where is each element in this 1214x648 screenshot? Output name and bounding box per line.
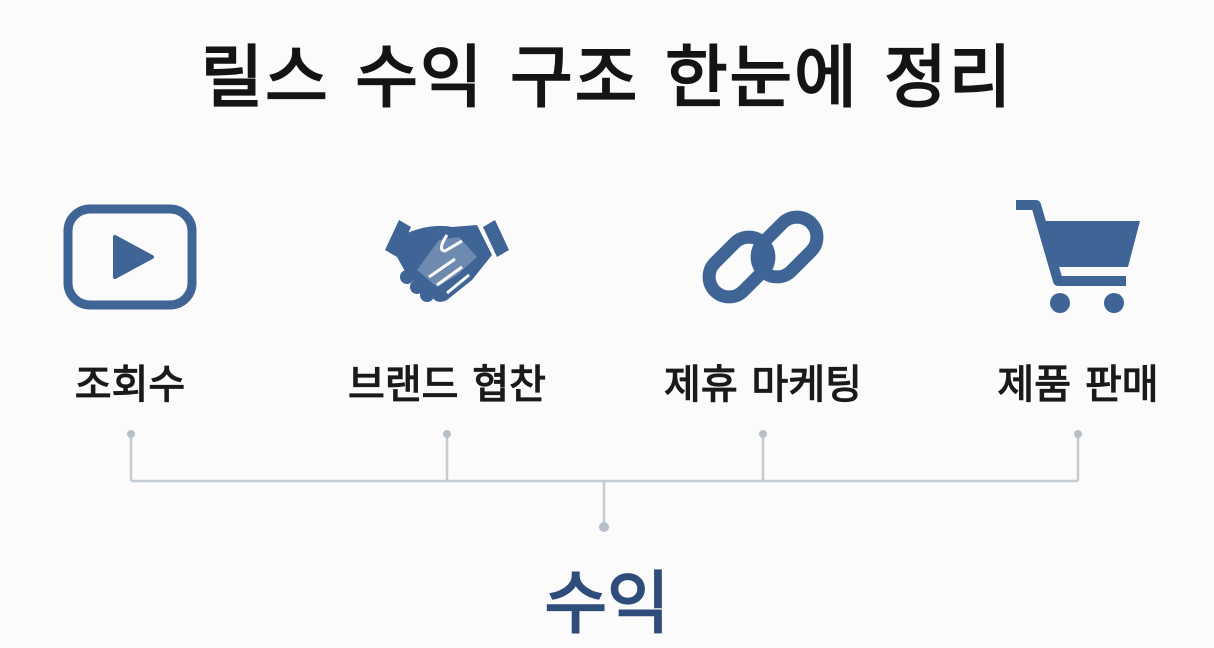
connector-dot xyxy=(759,430,767,438)
play-button-icon xyxy=(60,195,200,325)
source-label-views: 조회수 xyxy=(74,362,186,408)
connector-dot xyxy=(1074,430,1082,438)
connector-dot xyxy=(127,430,135,438)
source-label-product-sales: 제품 판매 xyxy=(997,362,1159,408)
handshake-icon xyxy=(377,195,517,325)
chain-link-icon xyxy=(693,195,833,325)
source-label-affiliate-marketing: 제휴 마케팅 xyxy=(664,362,862,408)
result-label-revenue: 수익 xyxy=(544,565,670,644)
connector-dot xyxy=(599,522,609,532)
source-label-brand-sponsorship: 브랜드 협찬 xyxy=(348,362,546,408)
connector-dot xyxy=(443,430,451,438)
shopping-cart-icon xyxy=(1008,195,1148,325)
page-title: 릴스 수익 구조 한눈에 정리 xyxy=(200,39,1014,118)
